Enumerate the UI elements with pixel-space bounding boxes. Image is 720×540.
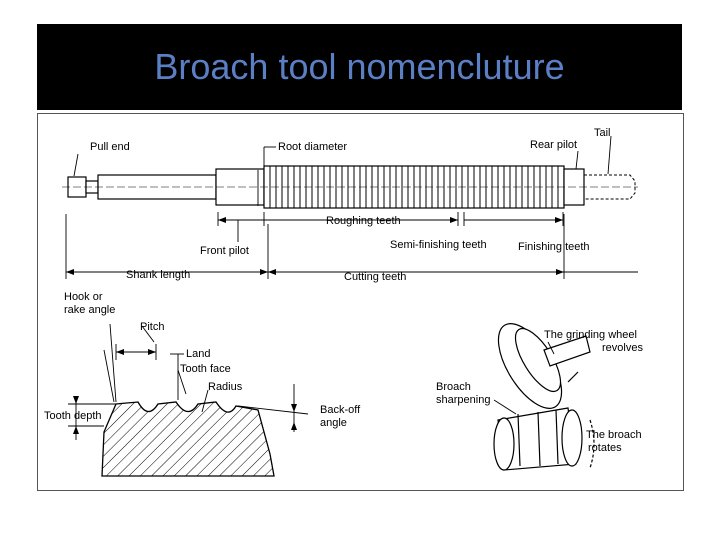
label-shank-length: Shank length (126, 269, 190, 281)
label-hook-or: Hook or (64, 291, 103, 303)
broach-tool (62, 165, 638, 209)
tail-shape (584, 174, 636, 200)
label-finishing-teeth: Finishing teeth (518, 241, 590, 253)
label-back-off: Back-off (320, 404, 361, 416)
label-pull-end: Pull end (90, 141, 130, 153)
sharpening-sketch (493, 323, 595, 471)
label-grinding-line2: revolves (602, 342, 643, 354)
label-semi-finishing-teeth: Semi-finishing teeth (390, 239, 487, 251)
broach-diagram: Pull end Root diameter Rear pilot Tail R… (37, 113, 684, 491)
label-grinding-line1: The grinding wheel (544, 329, 637, 341)
label-front-pilot: Front pilot (200, 245, 249, 257)
broach-end-left (493, 417, 515, 471)
label-rear-pilot: Rear pilot (530, 139, 577, 151)
hatched-workpiece (101, 401, 275, 477)
broach-diagram-svg: Pull end Root diameter Rear pilot Tail R… (44, 127, 643, 477)
label-pitch: Pitch (140, 321, 164, 333)
label-tooth-depth: Tooth depth (44, 410, 102, 422)
label-rotates-line1: The broach (586, 429, 642, 441)
spindle-shape (543, 335, 591, 367)
label-radius: Radius (208, 381, 243, 393)
label-cutting-teeth: Cutting teeth (344, 271, 406, 283)
label-roughing-teeth: Roughing teeth (326, 215, 401, 227)
title-bar: Broach tool nomencluture (37, 24, 682, 110)
sharpening-leaders (493, 341, 555, 415)
broach-end-right (561, 409, 583, 467)
label-rotates-line2: rotates (588, 442, 622, 454)
label-tail: Tail (594, 127, 611, 139)
label-rake-angle: rake angle (64, 304, 115, 316)
profile-arrowheads (73, 349, 297, 434)
leader-lines (65, 135, 638, 279)
label-tooth-face: Tooth face (180, 363, 231, 375)
slide-title: Broach tool nomencluture (154, 46, 565, 87)
label-land: Land (186, 348, 210, 360)
label-root-diameter: Root diameter (278, 141, 347, 153)
label-broach-line2: sharpening (436, 394, 490, 406)
tooth-profile (68, 323, 309, 477)
label-angle: angle (320, 417, 347, 429)
label-broach-line1: Broach (436, 381, 471, 393)
arrowheads (66, 217, 564, 275)
